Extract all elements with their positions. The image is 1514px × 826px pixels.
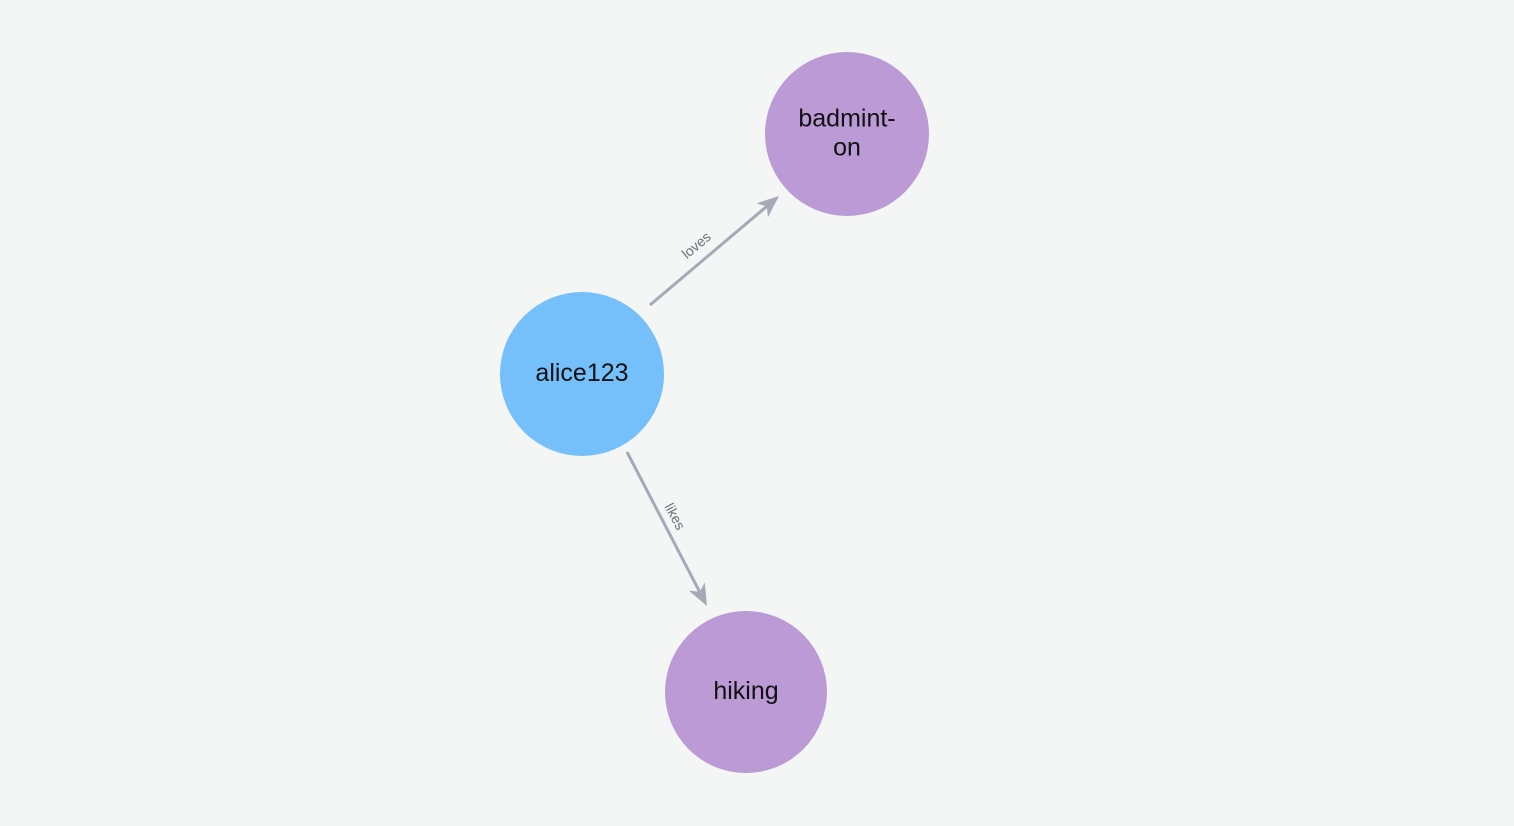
node-circle[interactable] [500, 292, 664, 456]
edge-line[interactable] [649, 205, 768, 307]
node-layer: alice123 badmint-on hiking [500, 52, 929, 773]
node-circle[interactable] [665, 611, 827, 773]
node-alice123[interactable]: alice123 [500, 292, 664, 456]
edge-line[interactable] [625, 451, 702, 593]
arrow-head-icon [688, 582, 707, 606]
node-circle[interactable] [765, 52, 929, 216]
edge-layer: loves likes [625, 196, 779, 606]
arrow-head-icon [756, 196, 779, 218]
node-badminton[interactable]: badmint-on [765, 52, 929, 216]
node-hiking[interactable]: hiking [665, 611, 827, 773]
edge-alice123-likes-hiking[interactable]: likes [625, 451, 707, 606]
edge-alice123-loves-badminton[interactable]: loves [649, 196, 779, 307]
